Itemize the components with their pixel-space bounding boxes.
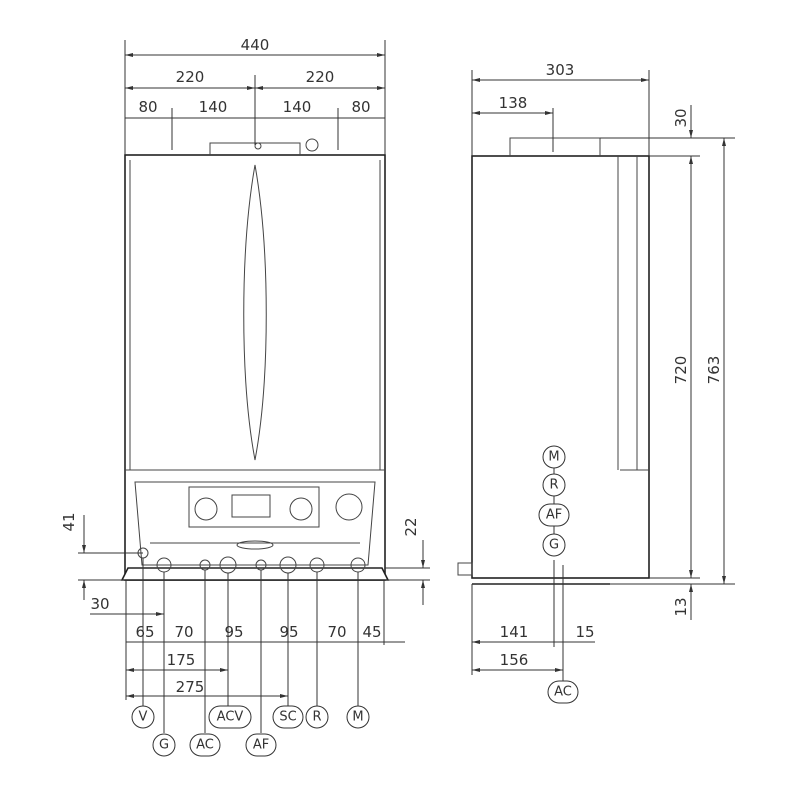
side-connection-label-m: M <box>542 445 566 469</box>
dim-80-right: 80 <box>351 98 370 116</box>
dim-763: 763 <box>705 356 723 385</box>
dim-720: 720 <box>672 356 690 385</box>
control-display-block <box>188 486 320 528</box>
label-text: AF <box>546 508 562 523</box>
dim-156: 156 <box>500 651 529 669</box>
label-text: G <box>159 738 169 753</box>
connection-label-acv: ACV <box>208 705 252 729</box>
dim-41: 41 <box>60 512 78 531</box>
connection-label-ac: AC <box>189 733 221 757</box>
dim-220-right: 220 <box>306 68 335 86</box>
connection-label-g: G <box>152 733 176 757</box>
side-connection-label-g: G <box>542 533 566 557</box>
connection-label-v: V <box>131 705 155 729</box>
dim-80-left: 80 <box>138 98 157 116</box>
connection-label-sc: SC <box>272 705 304 729</box>
front-casing <box>124 154 386 581</box>
heating-knob <box>194 497 218 521</box>
dim-303: 303 <box>546 61 575 79</box>
label-text: M <box>548 450 559 465</box>
label-text: AC <box>196 738 214 753</box>
side-connection-label-ac: AC <box>547 680 579 704</box>
dim-95-right: 95 <box>279 623 298 641</box>
front-panel-handle <box>243 164 267 461</box>
dim-275: 275 <box>176 678 205 696</box>
dim-140-right: 140 <box>283 98 312 116</box>
pressure-gauge <box>335 493 363 521</box>
connection-label-m: M <box>346 705 370 729</box>
display-screen <box>231 494 271 518</box>
dim-65: 65 <box>135 623 154 641</box>
dhw-knob <box>289 497 313 521</box>
label-text: AC <box>554 685 572 700</box>
label-text: G <box>549 538 559 553</box>
dim-95-left: 95 <box>224 623 243 641</box>
dim-30: 30 <box>90 595 109 613</box>
label-text: R <box>312 710 321 725</box>
dim-141: 141 <box>500 623 529 641</box>
connection-label-r: R <box>305 705 329 729</box>
dim-15: 15 <box>575 623 594 641</box>
brand-badge <box>236 540 274 550</box>
front-view: 440 220 220 80 140 140 80 41 22 30 65 70… <box>60 36 430 757</box>
dim-70-right: 70 <box>327 623 346 641</box>
dim-22: 22 <box>402 517 420 536</box>
dim-45: 45 <box>362 623 381 641</box>
dim-138: 138 <box>499 94 528 112</box>
side-connection-label-af: AF <box>538 503 570 527</box>
label-text: AF <box>253 738 269 753</box>
dim-70-left: 70 <box>174 623 193 641</box>
side-connection-label-r: R <box>542 473 566 497</box>
label-text: R <box>549 478 558 493</box>
dim-440: 440 <box>241 36 270 54</box>
label-text: SC <box>279 710 296 725</box>
connection-label-af: AF <box>245 733 277 757</box>
control-panel <box>134 481 376 566</box>
label-text: M <box>352 710 363 725</box>
dim-13: 13 <box>672 597 690 616</box>
side-pipe-stub <box>457 562 473 576</box>
label-text: ACV <box>217 710 244 725</box>
dim-140-left: 140 <box>199 98 228 116</box>
dim-220-left: 220 <box>176 68 205 86</box>
side-view: 303 138 30 720 763 13 141 15 156 M R AF … <box>457 61 735 704</box>
dim-175: 175 <box>167 651 196 669</box>
side-flue-connector <box>509 137 601 156</box>
label-text: V <box>139 710 148 725</box>
dim-30-side: 30 <box>672 108 690 127</box>
